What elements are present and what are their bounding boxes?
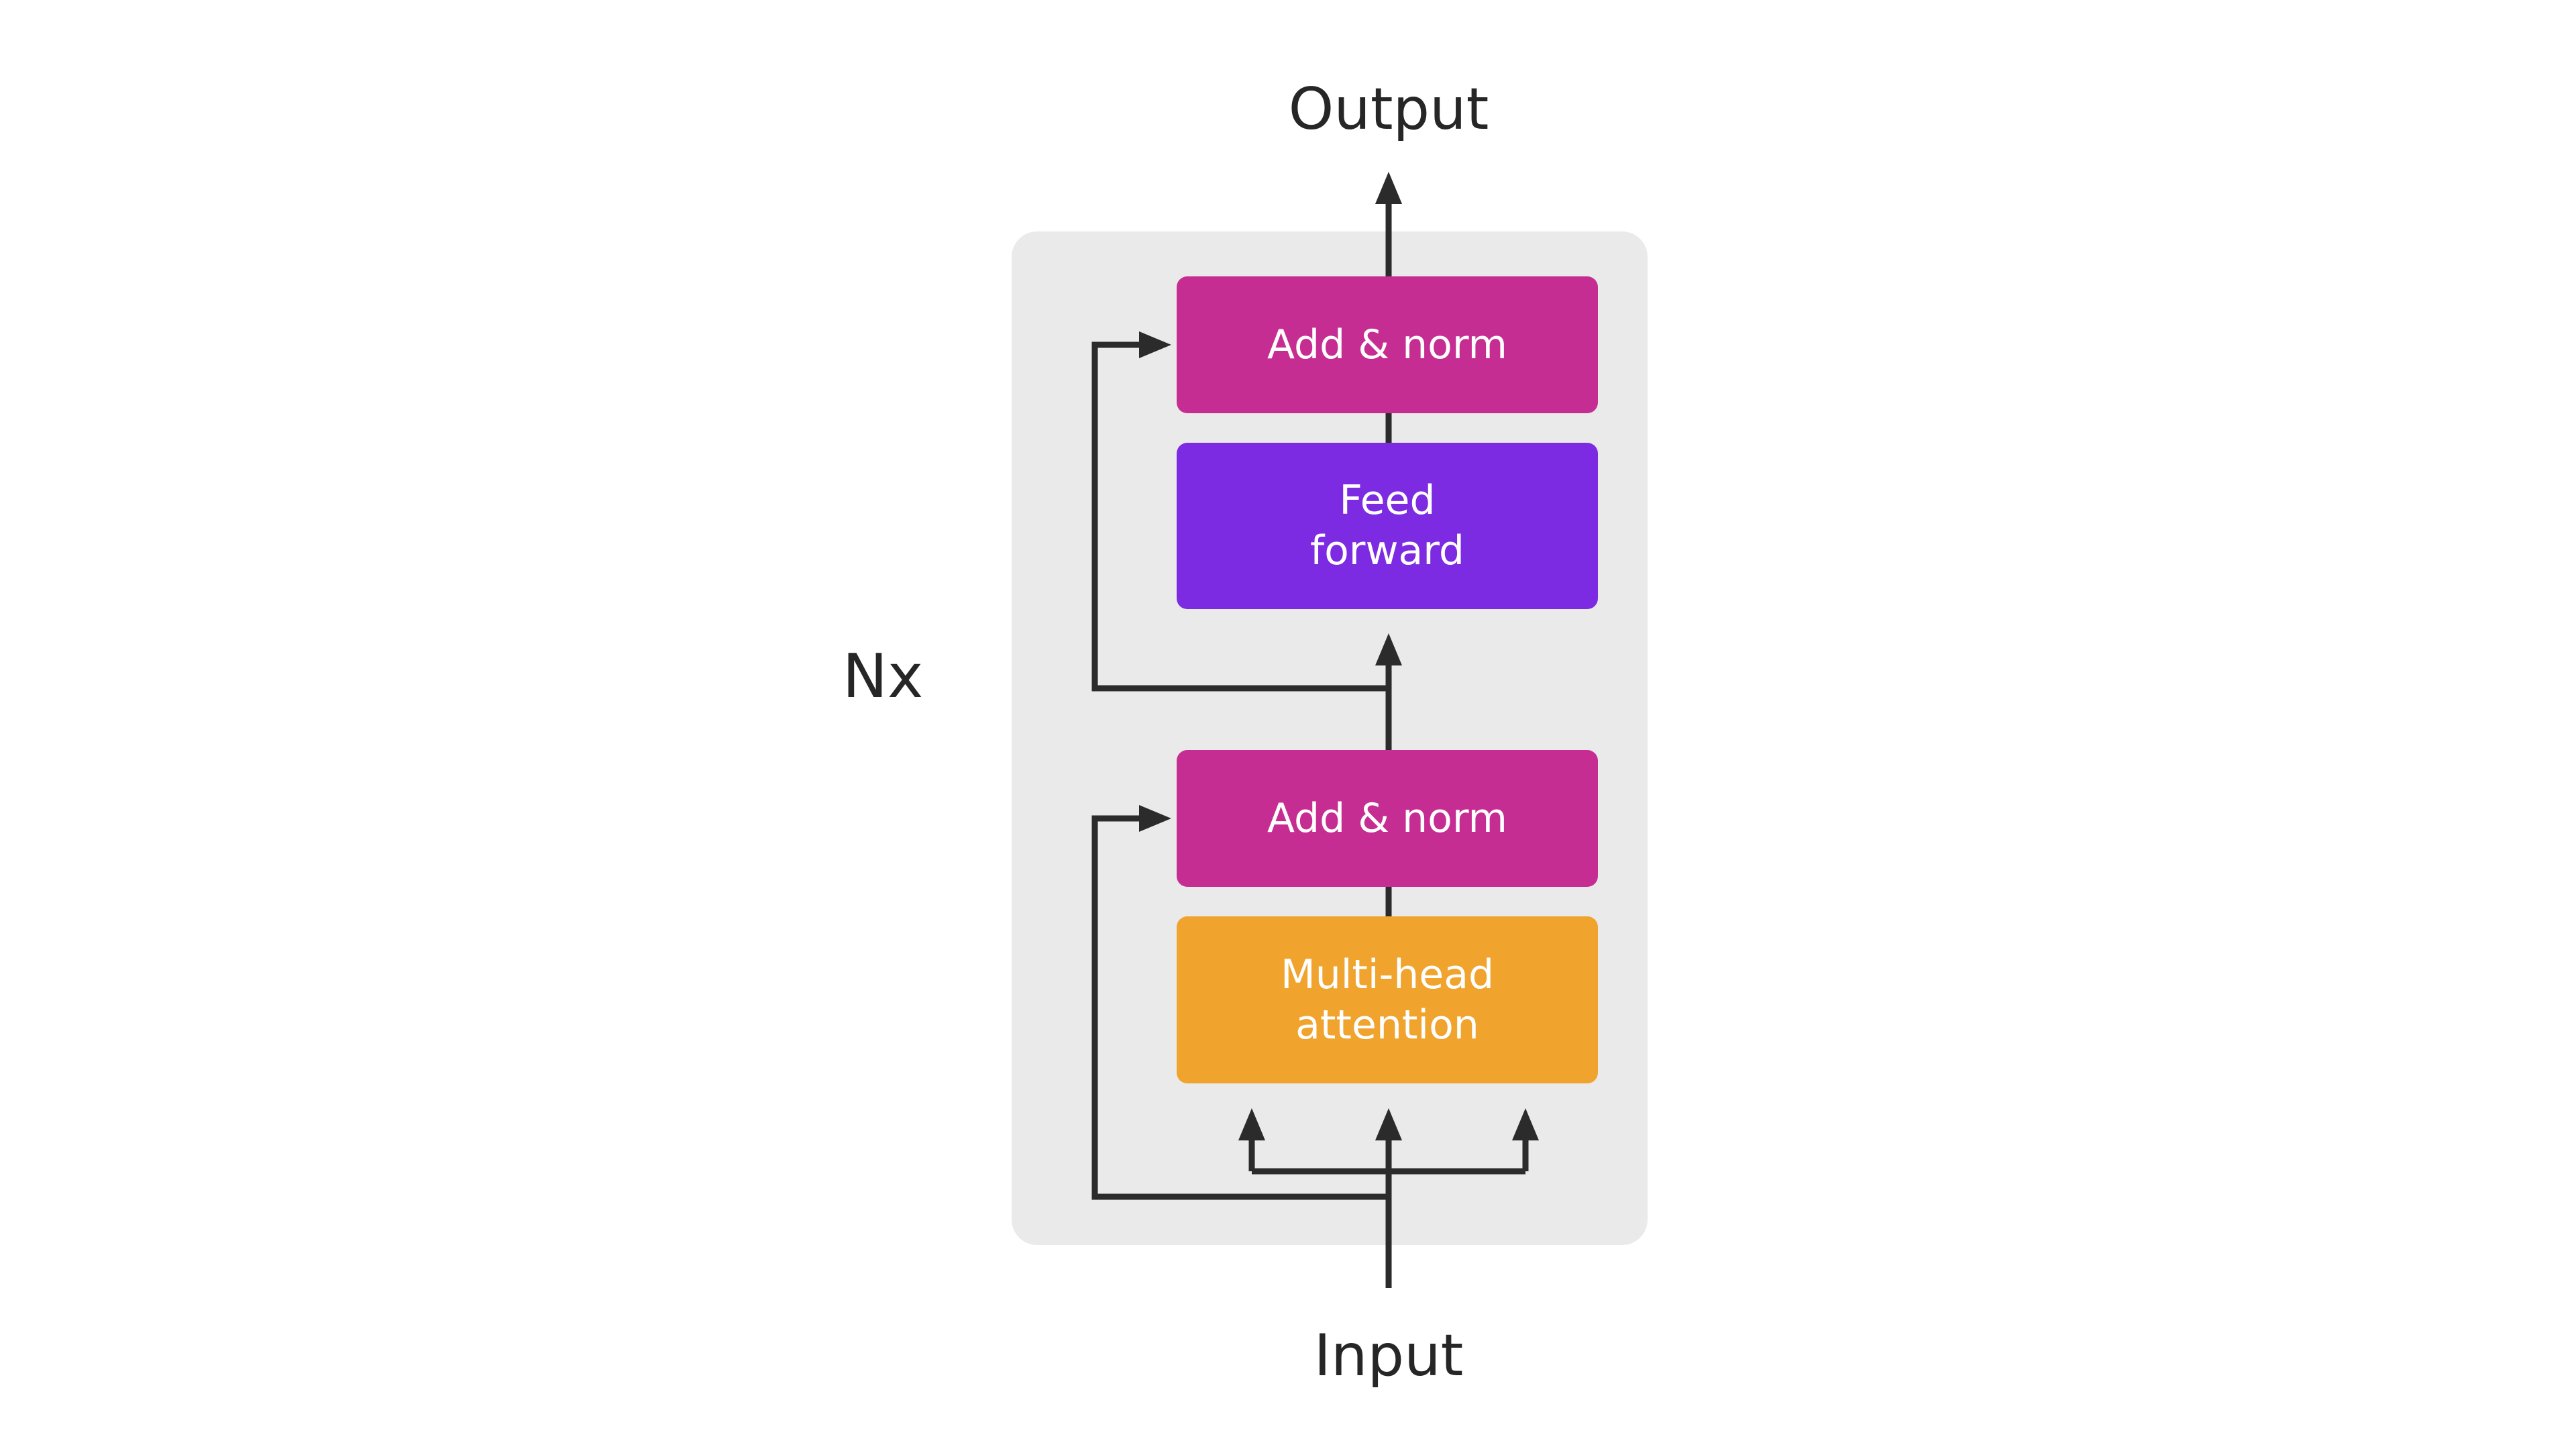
arrow-right-addnorm2-icon (1139, 805, 1171, 832)
input-label: Input (1313, 1322, 1464, 1389)
arrow-up-qkv-center-icon (1375, 1108, 1402, 1140)
residual-connection-2-line (1091, 815, 1389, 1200)
arrow-up-feedforward-icon (1375, 633, 1402, 665)
add-norm-bottom-box: Add & norm (1177, 750, 1598, 887)
multi-head-attention-label: Multi-head attention (1280, 951, 1495, 1049)
feed-forward-box: Feed forward (1177, 443, 1598, 609)
arrow-up-qkv-right-icon (1512, 1108, 1539, 1140)
add-norm-bottom-label: Add & norm (1267, 794, 1507, 842)
add-norm-top-box: Add & norm (1177, 276, 1598, 413)
arrow-up-qkv-left-icon (1238, 1108, 1265, 1140)
arrow-up-output-icon (1375, 172, 1402, 204)
multi-head-attention-box: Multi-head attention (1177, 916, 1598, 1083)
output-label: Output (1288, 76, 1489, 143)
feed-forward-label: Feed forward (1309, 477, 1465, 574)
add-norm-top-label: Add & norm (1267, 321, 1507, 368)
arrow-right-addnorm1-icon (1139, 331, 1171, 358)
nx-repeat-label: Nx (842, 641, 924, 712)
residual-connection-1-line (1091, 341, 1389, 692)
